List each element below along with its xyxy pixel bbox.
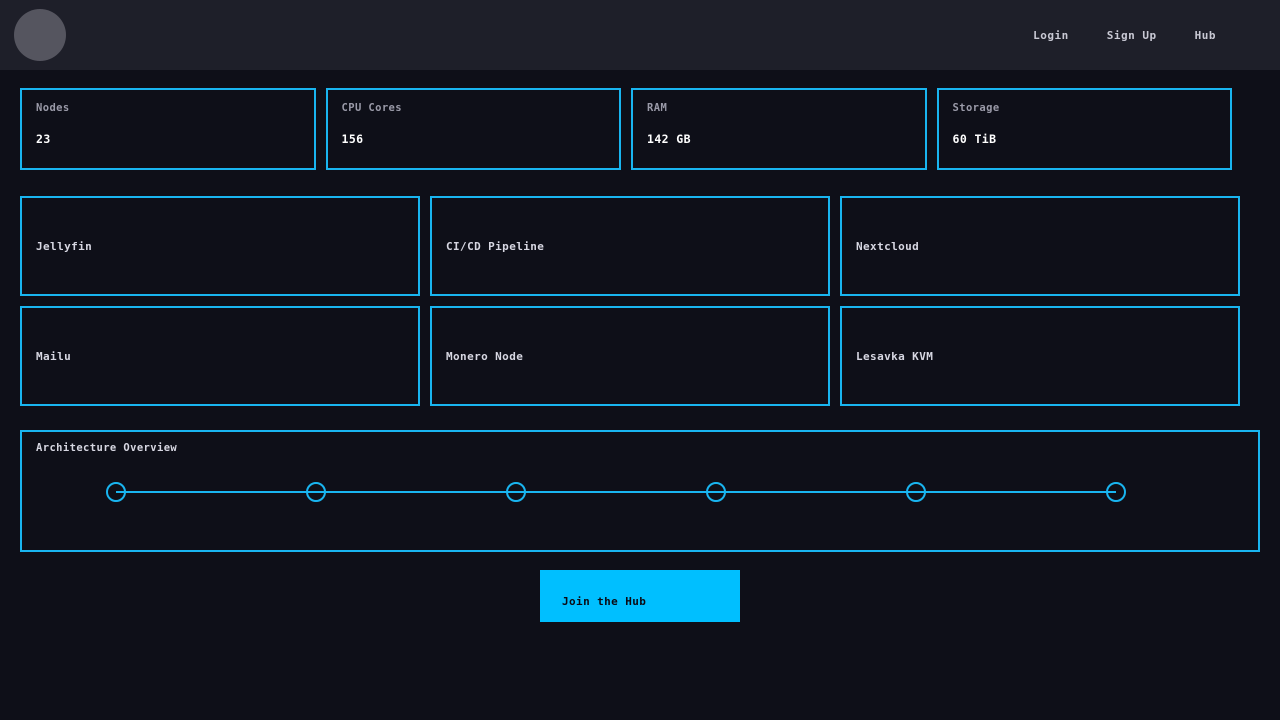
architecture-node-1-icon[interactable]: [106, 482, 126, 502]
service-name: Mailu: [36, 349, 72, 363]
stats-row: Nodes 23 CPU Cores 156 RAM 142 GB Storag…: [0, 70, 1280, 170]
architecture-node-2-icon[interactable]: [306, 482, 326, 502]
stat-card-storage[interactable]: Storage 60 TiB: [936, 88, 1232, 170]
stat-value: 60 TiB: [952, 132, 997, 146]
stat-card-ram[interactable]: RAM 142 GB: [631, 88, 927, 170]
stat-card-nodes[interactable]: Nodes 23: [20, 88, 316, 170]
service-name: CI/CD Pipeline: [446, 239, 545, 253]
service-card-lesavka-kvm[interactable]: Lesavka KVM: [840, 306, 1240, 406]
architecture-node-3-icon[interactable]: [506, 482, 526, 502]
service-name: Lesavka KVM: [856, 349, 934, 363]
main-navigation: Login Sign Up Hub: [1033, 29, 1264, 42]
nav-link-login[interactable]: Login: [1033, 28, 1069, 42]
stat-label: Storage: [952, 102, 1000, 114]
avatar-circle-icon[interactable]: [14, 9, 66, 61]
stat-value: 23: [36, 132, 51, 146]
service-name: Jellyfin: [36, 239, 93, 253]
cta-section: Join the Hub: [0, 552, 1280, 622]
stat-label: RAM: [647, 102, 668, 114]
service-card-cicd-pipeline[interactable]: CI/CD Pipeline: [430, 196, 830, 296]
architecture-node-5-icon[interactable]: [906, 482, 926, 502]
architecture-node-diagram: [106, 482, 1126, 502]
stat-label: Nodes: [36, 102, 70, 114]
architecture-overview-panel: Architecture Overview: [20, 430, 1260, 552]
services-grid: Jellyfin CI/CD Pipeline Nextcloud Mailu …: [0, 170, 1280, 406]
service-card-monero-node[interactable]: Monero Node: [430, 306, 830, 406]
service-card-mailu[interactable]: Mailu: [20, 306, 420, 406]
stat-card-cpu-cores[interactable]: CPU Cores 156: [325, 88, 621, 170]
service-card-nextcloud[interactable]: Nextcloud: [840, 196, 1240, 296]
page-header: Login Sign Up Hub: [0, 0, 1280, 70]
service-name: Nextcloud: [856, 239, 920, 253]
service-name: Monero Node: [446, 349, 524, 363]
stat-value: 156: [341, 132, 364, 146]
service-card-jellyfin[interactable]: Jellyfin: [20, 196, 420, 296]
architecture-node-6-icon[interactable]: [1106, 482, 1126, 502]
architecture-node-4-icon[interactable]: [706, 482, 726, 502]
nav-link-sign-up[interactable]: Sign Up: [1106, 28, 1157, 42]
stat-value: 142 GB: [647, 132, 691, 146]
stat-label: CPU Cores: [341, 102, 402, 114]
join-the-hub-button[interactable]: Join the Hub: [540, 570, 740, 622]
nav-link-hub[interactable]: Hub: [1194, 28, 1216, 42]
architecture-title: Architecture Overview: [36, 442, 178, 454]
